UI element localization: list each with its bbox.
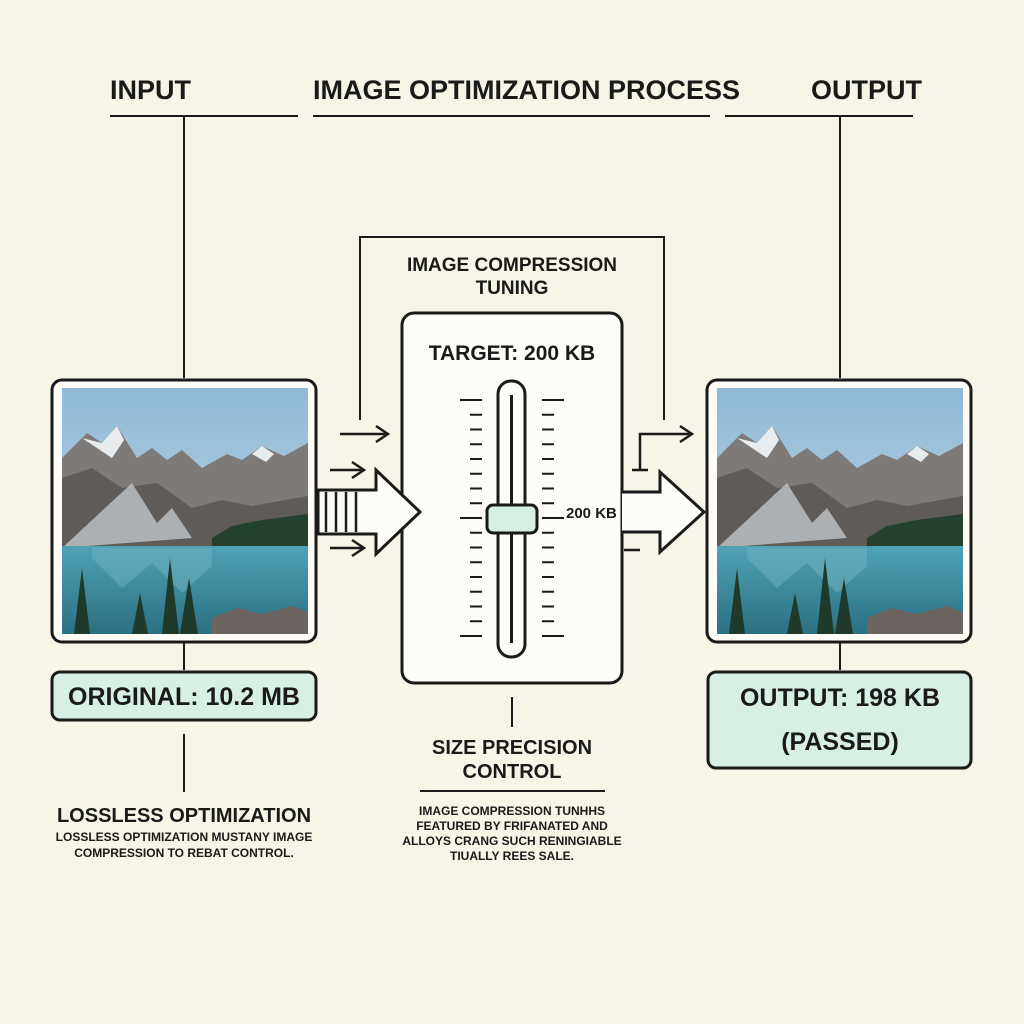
arrow-right-icon [316, 466, 423, 558]
header-rules [110, 115, 913, 378]
slider-ticks [460, 399, 564, 637]
output-flow-arrows [622, 424, 707, 556]
lossless-desc-line2: COMPRESSION TO REBAT CONTROL. [74, 846, 294, 860]
output-size-text: OUTPUT: 198 KB [740, 684, 940, 712]
mountain-lake-photo-icon [717, 388, 963, 634]
slider-value-label: 200 KB [566, 505, 617, 522]
precision-desc-line3: ALLOYS CRANG SUCH RENINGIABLE [402, 834, 621, 848]
input-heading: INPUT [110, 75, 192, 105]
input-flow-arrows [316, 424, 423, 558]
original-size-text: ORIGINAL: 10.2 MB [68, 683, 300, 711]
tuning-bracket [359, 236, 665, 420]
arrow-right-icon [330, 460, 367, 480]
arrow-right-icon [340, 424, 391, 444]
process-heading: IMAGE OPTIMIZATION PROCESS [313, 75, 740, 105]
precision-title-line2: CONTROL [463, 761, 562, 783]
arrow-right-icon [622, 468, 707, 556]
input-image-frame [50, 378, 318, 644]
mountain-lake-photo-icon [62, 388, 308, 634]
tuning-title-line1: IMAGE COMPRESSION [407, 255, 617, 276]
target-label: TARGET: 200 KB [429, 342, 595, 365]
lossless-title: LOSSLESS OPTIMIZATION [57, 805, 311, 827]
lossless-desc-line1: LOSSLESS OPTIMIZATION MUSTANY IMAGE [56, 830, 313, 844]
precision-desc-line4: TIUALLY REES SALE. [450, 849, 574, 863]
arrow-right-icon [638, 424, 695, 470]
precision-desc-line1: IMAGE COMPRESSION TUNHHS [419, 804, 605, 818]
arrow-right-icon [330, 538, 367, 558]
slider-handle[interactable] [485, 503, 539, 535]
precision-desc-line2: FEATURED BY FRIFANATED AND [416, 819, 608, 833]
precision-title-line1: SIZE PRECISION [432, 737, 592, 759]
original-size-badge [50, 670, 318, 722]
output-status-text: (PASSED) [781, 728, 899, 756]
output-image-frame [705, 378, 973, 644]
output-size-badge [706, 670, 973, 770]
output-heading: OUTPUT [811, 75, 923, 105]
tuning-title-line2: TUNING [476, 278, 549, 299]
